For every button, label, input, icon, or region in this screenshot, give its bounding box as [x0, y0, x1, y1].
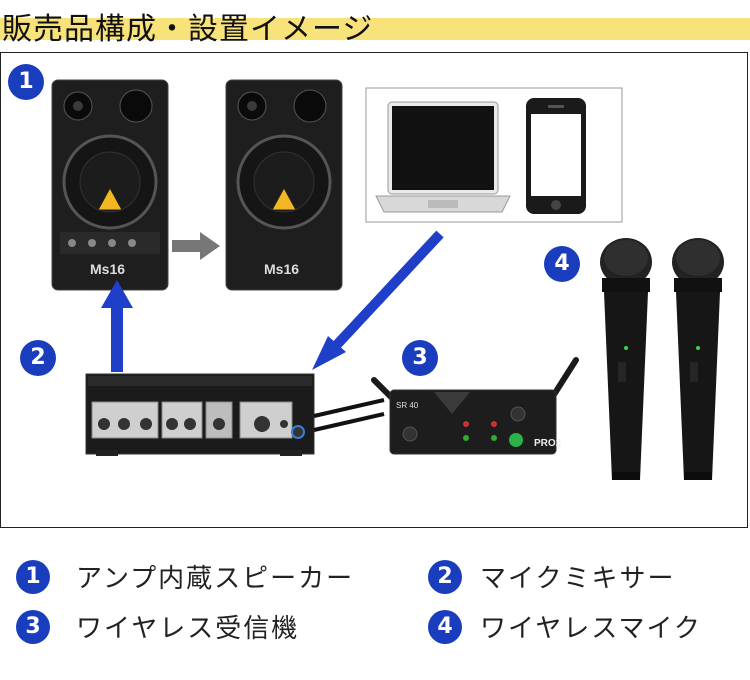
speaker-right: Ms16 — [225, 79, 343, 291]
receiver-brand: PRO2 — [534, 438, 562, 449]
legend-badge-2: 2 — [428, 559, 462, 594]
mic-mixer — [85, 373, 315, 456]
arrow-blue-up — [101, 280, 133, 372]
wireless-mic-left — [600, 238, 652, 480]
wireless-receiver: SR 40 PRO2 — [371, 357, 579, 455]
badge-4: 4 — [544, 246, 580, 282]
legend-badge-1: 1 — [16, 559, 50, 594]
page-title: 販売品構成・設置イメージ — [2, 12, 374, 47]
laptop-icon — [375, 101, 511, 213]
cables — [313, 398, 385, 432]
diagram-canvas: Ms16 Ms16 — [51, 79, 724, 480]
legend-label-2: マイクミキサー — [480, 564, 676, 594]
legend-label-3: ワイヤレス受信機 — [76, 614, 300, 644]
legend-label-4: ワイヤレスマイク — [480, 614, 702, 644]
title-bar: 販売品構成・設置イメージ — [0, 0, 750, 48]
legend-item-3: 3 ワイヤレス受信機 — [16, 608, 299, 645]
speaker-logo-right: Ms16 — [264, 261, 299, 277]
legend-badge-3: 3 — [16, 609, 50, 644]
speaker-left: Ms16 — [51, 79, 169, 291]
legend-item-1: 1 アンプ内蔵スピーカー — [16, 558, 354, 595]
title-highlight — [0, 18, 750, 40]
wireless-mic-right — [672, 238, 724, 480]
speaker-logo-left: Ms16 — [90, 261, 125, 277]
badge-3: 3 — [402, 340, 438, 376]
legend-label-1: アンプ内蔵スピーカー — [76, 564, 355, 594]
badge-2: 2 — [20, 340, 56, 376]
diagram-frame — [0, 52, 748, 528]
arrow-gray — [172, 232, 220, 260]
source-devices-box — [365, 87, 623, 223]
arrow-blue-diagonal — [312, 230, 444, 370]
receiver-model: SR 40 — [396, 401, 419, 410]
legend-item-4: 4 ワイヤレスマイク — [428, 608, 702, 645]
legend-item-2: 2 マイクミキサー — [428, 558, 675, 595]
legend-badge-4: 4 — [428, 609, 462, 644]
smartphone-icon — [526, 98, 586, 214]
badge-1: 1 — [8, 64, 44, 100]
